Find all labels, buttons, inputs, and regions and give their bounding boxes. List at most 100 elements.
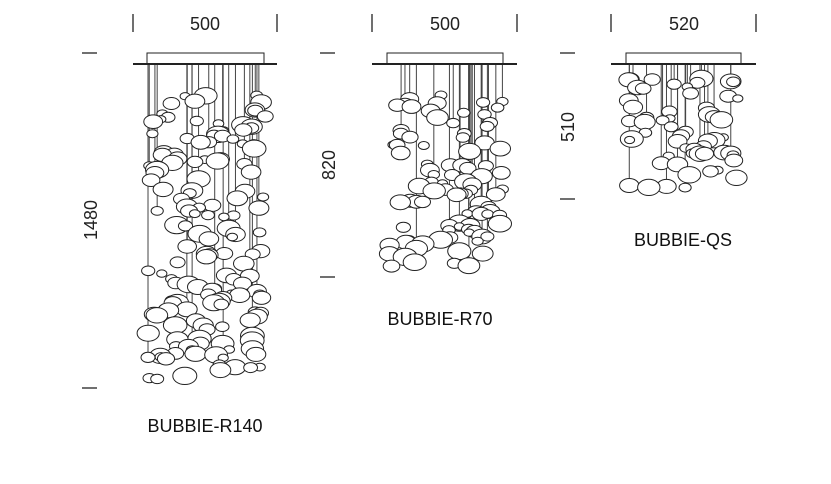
glass-bubble (637, 178, 661, 196)
glass-bubble (156, 352, 176, 366)
glass-bubble (732, 94, 744, 103)
glass-bubble (169, 256, 186, 269)
glass-bubble (186, 155, 204, 168)
glass-bubble (251, 290, 272, 305)
glass-bubble (663, 121, 679, 133)
glass-bubble (195, 249, 217, 265)
width-dimension-r70: 500 (430, 14, 460, 34)
glass-bubble (145, 307, 169, 324)
glass-bubble (457, 257, 481, 275)
glass-bubble (389, 194, 411, 211)
glass-bubble (203, 198, 222, 212)
glass-bubble (458, 142, 482, 160)
glass-bubble (395, 221, 411, 233)
glass-bubble (622, 99, 644, 115)
glass-bubble (201, 210, 215, 221)
glass-bubble (643, 73, 661, 86)
glass-bubble (184, 345, 207, 362)
width-dimension-r140: 500 (190, 14, 220, 34)
glass-bubble (226, 134, 240, 144)
glass-bubble (234, 123, 253, 137)
glass-bubble (152, 181, 174, 198)
glass-bubble (256, 110, 274, 123)
glass-bubble (489, 140, 511, 157)
glass-bubble (205, 152, 230, 170)
glass-bubble (229, 287, 251, 304)
glass-bubble (677, 166, 702, 184)
glass-bubble (146, 129, 159, 139)
glass-bubble (143, 114, 164, 129)
glass-bubble (150, 206, 164, 216)
glass-bubble (702, 165, 719, 178)
glass-bubble (239, 312, 261, 329)
glass-bubble (471, 236, 484, 246)
ceiling-canopy (146, 52, 265, 65)
product-name-qs: BUBBIE-QS (634, 230, 732, 250)
glass-bubble (215, 321, 230, 333)
glass-bubble (689, 76, 706, 89)
glass-bubble (252, 227, 267, 238)
glass-bubble (479, 120, 495, 132)
glass-bubble (136, 324, 160, 342)
glass-bubble (633, 113, 656, 131)
glass-bubble (184, 93, 206, 109)
glass-bubble (162, 316, 188, 335)
glass-bubble (491, 166, 511, 180)
glass-bubble (480, 231, 495, 242)
glass-bubble (401, 99, 422, 114)
glass-bubble (150, 373, 165, 385)
glass-bubble (177, 239, 197, 254)
glass-bubble (619, 178, 640, 193)
glass-bubble (390, 145, 411, 161)
glass-bubbles (618, 69, 748, 196)
height-dimension-r70: 820 (319, 150, 339, 180)
glass-bubble (141, 265, 156, 277)
glass-bubble (213, 298, 230, 311)
glass-bubble (457, 107, 471, 118)
glass-bubble (162, 97, 181, 110)
glass-bubbles (136, 87, 274, 385)
glass-bubble (666, 78, 682, 90)
glass-bubble (241, 139, 267, 158)
glass-bubble (215, 247, 234, 260)
glass-bubble (188, 209, 201, 219)
glass-bubble (209, 362, 232, 379)
glass-bubble (172, 366, 198, 385)
glass-bubble (624, 135, 636, 145)
product-name-r70: BUBBIE-R70 (387, 309, 492, 329)
fixture-r140 (82, 14, 278, 389)
glass-bubble (226, 232, 239, 242)
glass-bubble (245, 346, 267, 362)
height-dimension-qs: 510 (558, 112, 578, 142)
glass-bubble (141, 173, 161, 187)
product-r140: 500 1480 BUBBIE-R140 (81, 14, 278, 436)
glass-bubbles (378, 90, 512, 275)
glass-bubble (190, 134, 211, 150)
product-name-r140: BUBBIE-R140 (147, 416, 262, 436)
glass-bubble (198, 231, 220, 247)
glass-bubble (682, 87, 699, 100)
product-qs: 520 510 BUBBIE-QS (558, 14, 757, 250)
glass-bubble (446, 117, 461, 129)
fixture-r70 (320, 14, 518, 278)
glass-bubble (447, 242, 472, 261)
glass-bubble (726, 76, 741, 88)
glass-bubble (678, 182, 692, 193)
glass-bubble (243, 362, 259, 374)
glass-bubble (240, 164, 262, 180)
glass-bubble (709, 111, 734, 129)
glass-bubble (140, 351, 156, 363)
glass-bubble (401, 130, 419, 144)
glass-bubble (257, 192, 270, 202)
glass-bubble (471, 245, 494, 262)
fixture-qs (560, 14, 757, 200)
glass-bubble (248, 200, 270, 216)
product-r70: 500 820 BUBBIE-R70 (319, 14, 518, 329)
glass-bubble (422, 182, 446, 200)
glass-bubble (487, 214, 512, 233)
glass-bubble (189, 115, 204, 127)
glass-bubble (490, 102, 505, 113)
glass-bubble (414, 195, 431, 209)
glass-bubble (156, 269, 168, 278)
